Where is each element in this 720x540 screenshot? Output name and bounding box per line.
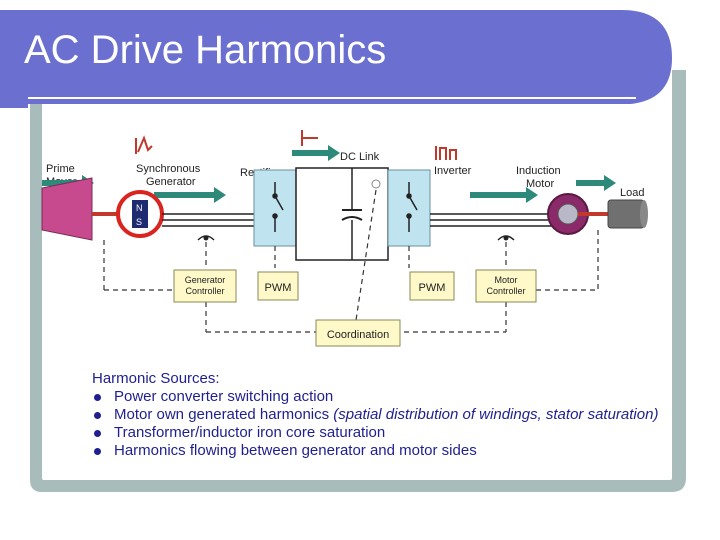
bullet-icon	[94, 412, 101, 419]
list-item: Power converter switching action	[92, 388, 672, 406]
pole-s-label: S	[136, 217, 142, 227]
slide-title: AC Drive Harmonics	[24, 28, 387, 72]
label-load: Load	[620, 187, 644, 199]
harmonic-sources-list: Harmonic Sources: Power converter switch…	[92, 370, 672, 460]
inverter-block	[387, 169, 431, 247]
list-item: Transformer/inductor iron core saturatio…	[92, 424, 672, 442]
load-block	[607, 199, 645, 229]
pwm-waveform-icon	[435, 146, 457, 160]
dc-waveform-icon	[301, 130, 318, 146]
pwm-right-box	[409, 271, 455, 301]
rotor-pole-s	[132, 214, 148, 228]
sensor-dot-left	[203, 235, 209, 241]
rectifier-block	[253, 169, 297, 247]
list-header: Harmonic Sources:	[92, 370, 220, 387]
label-inverter: Inverter	[434, 165, 472, 177]
pwm-left-box	[257, 271, 299, 301]
dc-capacitor-icon	[341, 209, 363, 221]
load-end	[640, 200, 648, 228]
prime-mover	[41, 177, 93, 241]
list-item: Motor own generated harmonics (spatial d…	[92, 406, 672, 424]
bullet-icon	[94, 448, 101, 455]
motor-controller-box	[475, 269, 537, 303]
motor-rotor	[557, 203, 579, 225]
pwm-left-label: PWM	[265, 282, 292, 294]
coordination-label: Coordination	[327, 329, 389, 341]
label-dc-link: DC Link	[340, 151, 380, 163]
list-item: Harmonics flowing between generator and …	[92, 442, 672, 460]
pwm-right-label: PWM	[419, 282, 446, 294]
generator-controller-box	[173, 269, 237, 303]
three-phase-bus-right	[430, 213, 554, 227]
rectifier-switch-icon	[272, 182, 284, 232]
title-banner	[0, 10, 672, 108]
dc-link-bus	[295, 167, 389, 261]
rotor-pole-n	[132, 200, 148, 214]
ac-waveform-icon	[135, 135, 153, 154]
three-phase-bus-left	[162, 213, 254, 227]
bullet-icon	[94, 394, 101, 401]
dc-voltage-sensor	[371, 179, 381, 189]
coordination-box	[315, 319, 401, 347]
inverter-switch-icon	[406, 182, 418, 232]
sensor-dot-right	[503, 235, 509, 241]
bullet-icon	[94, 430, 101, 437]
pole-n-label: N	[136, 203, 143, 213]
control-signal-lines	[103, 189, 599, 333]
